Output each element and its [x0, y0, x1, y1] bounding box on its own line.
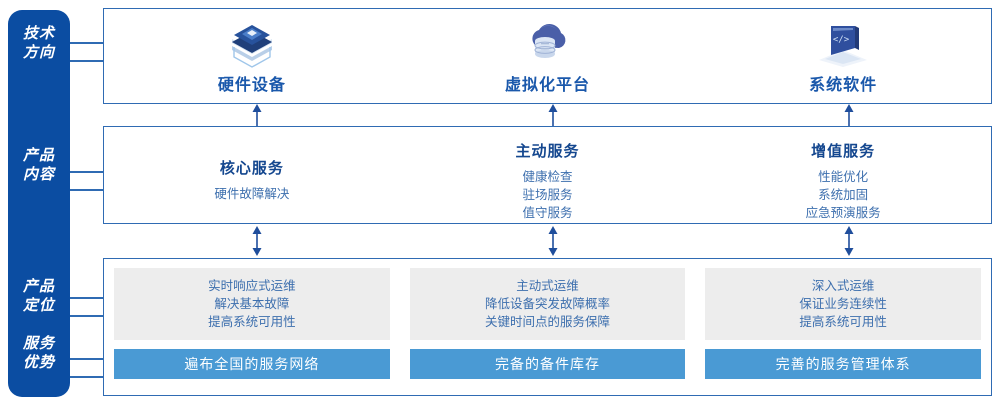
tech-column-virtualization: 虚拟化平台	[400, 9, 696, 103]
positioning-box: 实时响应式运维 解决基本故障 提高系统可用性	[114, 268, 390, 340]
connector-line	[70, 358, 104, 360]
advantage-bar-management-system[interactable]: 完善的服务管理体系	[705, 349, 982, 379]
bottom-column-proactive: 主动式运维 降低设备突发故障概率 关键时间点的服务保障 完备的备件库存	[400, 259, 696, 395]
positioning-line: 提高系统可用性	[208, 315, 296, 329]
content-title-active-service: 主动服务	[515, 143, 580, 160]
content-title-core-service: 核心服务	[219, 160, 284, 177]
bottom-column-realtime: 实时响应式运维 解决基本故障 提高系统可用性 遍布全国的服务网络	[104, 259, 400, 395]
content-column-value-added-service: 增值服务 性能优化 系统加固 应急预演服务	[695, 127, 991, 223]
rail-label-service-advantage: 服务 优势	[22, 335, 55, 371]
connector-line	[70, 376, 104, 378]
tech-column-hardware: 硬件设备	[104, 9, 400, 103]
rail-label-product-position: 产品 定位	[22, 278, 55, 314]
content-column-active-service: 主动服务 健康检查 驻场服务 值守服务	[400, 127, 696, 223]
connector-line	[70, 42, 104, 44]
content-title-value-added-service: 增值服务	[811, 143, 876, 160]
arrow-up-virtualization	[545, 104, 561, 126]
rail-label-tech-direction: 技术 方向	[22, 25, 55, 61]
arrow-double-active	[545, 226, 561, 256]
positioning-box: 主动式运维 降低设备突发故障概率 关键时间点的服务保障	[409, 268, 686, 340]
tech-title-virtualization: 虚拟化平台	[505, 77, 591, 94]
content-item: 驻场服务	[522, 188, 573, 202]
content-item: 健康检查	[522, 170, 573, 184]
arrow-up-hardware	[249, 104, 265, 126]
content-column-core-service: 核心服务 硬件故障解决	[104, 127, 400, 223]
content-item: 值守服务	[522, 206, 573, 220]
arrow-double-value-added	[841, 226, 857, 256]
connector-line	[70, 171, 104, 173]
content-item: 应急预演服务	[805, 206, 881, 220]
positioning-line: 深入式运维	[811, 279, 875, 293]
arrow-double-core	[249, 226, 265, 256]
laptop-code-icon: </>	[819, 26, 868, 67]
arrow-up-system-software	[841, 104, 857, 126]
bottom-column-deep: 深入式运维 保证业务连续性 提高系统可用性 完善的服务管理体系	[695, 259, 991, 395]
positioning-line: 实时响应式运维	[208, 279, 296, 293]
connector-line	[70, 315, 104, 317]
positioning-line: 主动式运维	[516, 279, 579, 293]
connector-line	[70, 297, 104, 299]
technology-direction-panel: 硬件设备 虚拟化平台	[103, 8, 992, 104]
category-rail	[8, 10, 70, 397]
tech-title-system-software: 系统软件	[809, 77, 878, 94]
positioning-line: 关键时间点的服务保障	[485, 315, 611, 329]
content-item: 系统加固	[818, 188, 869, 202]
server-stack-icon	[231, 25, 272, 68]
connector-line	[70, 60, 104, 62]
rail-label-product-content: 产品 内容	[22, 147, 55, 183]
positioning-advantage-panel: 实时响应式运维 解决基本故障 提高系统可用性 遍布全国的服务网络 主动式运维 降…	[103, 258, 992, 396]
positioning-line: 提高系统可用性	[799, 315, 887, 329]
positioning-line: 解决基本故障	[214, 297, 290, 311]
tech-column-system-software: </> 系统软件	[695, 9, 991, 103]
positioning-line: 保证业务连续性	[799, 297, 887, 311]
svg-text:</>: </>	[833, 35, 850, 45]
connector-line	[70, 189, 104, 191]
content-item: 硬件故障解决	[214, 187, 290, 201]
positioning-line: 降低设备突发故障概率	[485, 297, 611, 311]
positioning-box: 深入式运维 保证业务连续性 提高系统可用性	[705, 268, 982, 340]
tech-title-hardware: 硬件设备	[217, 77, 286, 94]
advantage-bar-service-network[interactable]: 遍布全国的服务网络	[114, 349, 390, 379]
cloud-database-icon	[531, 24, 565, 58]
product-content-panel: 核心服务 硬件故障解决 主动服务 健康检查 驻场服务 值守服务 增值服务 性能优…	[103, 126, 992, 224]
content-item: 性能优化	[818, 170, 869, 184]
advantage-bar-spare-parts[interactable]: 完备的备件库存	[409, 349, 686, 379]
